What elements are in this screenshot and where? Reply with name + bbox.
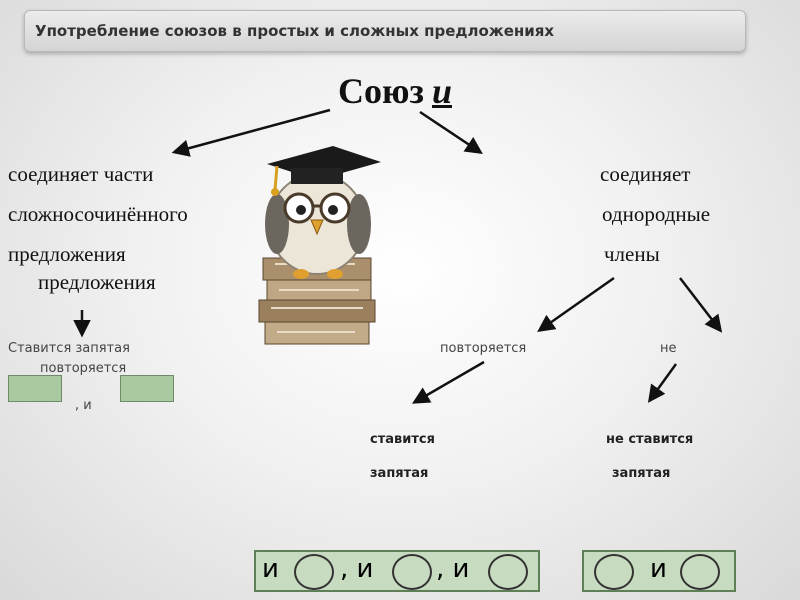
arrow-icon <box>647 363 678 403</box>
formula-circle <box>294 554 334 590</box>
formula-circle <box>488 554 528 590</box>
slide-title: Употребление союзов в простых и сложных … <box>35 22 555 40</box>
right-repeats: повторяется <box>440 341 527 356</box>
owl-graduate-icon <box>258 146 381 345</box>
formula-conj-2: , и <box>340 554 374 584</box>
arrow-icon <box>679 277 723 333</box>
left-note: Ставится запятая <box>8 341 130 356</box>
left-line-4: предложения <box>38 270 156 294</box>
arrow-icon <box>171 108 331 157</box>
outcome-yes-2: запятая <box>370 466 429 481</box>
formula-circle <box>392 554 432 590</box>
left-note-overlap: повторяется <box>40 361 127 376</box>
right-line-3: члены <box>604 242 660 266</box>
right-not: не <box>660 341 677 356</box>
left-line-2: сложносочинённого <box>8 202 188 226</box>
formula-circle <box>594 554 634 590</box>
formula-conj-3: , и <box>436 554 470 584</box>
outcome-no-1: не ставится <box>606 432 694 447</box>
arrow-icon <box>419 110 483 154</box>
right-line-2: однородные <box>602 202 711 226</box>
heading-prefix: Союз <box>338 71 424 111</box>
formula-conj-1: и <box>262 554 279 584</box>
right-line-1: соединяет <box>600 162 691 186</box>
left-conj: , и <box>75 398 92 413</box>
heading-word: и <box>431 71 453 111</box>
outcome-no-2: запятая <box>612 466 671 481</box>
arrow-icon <box>537 276 615 333</box>
outcome-yes-1: ставится <box>370 432 435 447</box>
blank-box-left <box>8 375 62 402</box>
arrow-icon <box>411 360 485 404</box>
title-bar: Употребление союзов в простых и сложных … <box>24 10 746 52</box>
blank-box-right <box>120 375 174 402</box>
formula-single: и <box>582 550 736 592</box>
formula-circle <box>680 554 720 590</box>
left-line-1: соединяет части <box>8 162 154 186</box>
formula-repeat: и , и , и <box>254 550 540 592</box>
formula-single-conj: и <box>650 554 667 584</box>
left-line-3: предложения <box>8 242 126 266</box>
